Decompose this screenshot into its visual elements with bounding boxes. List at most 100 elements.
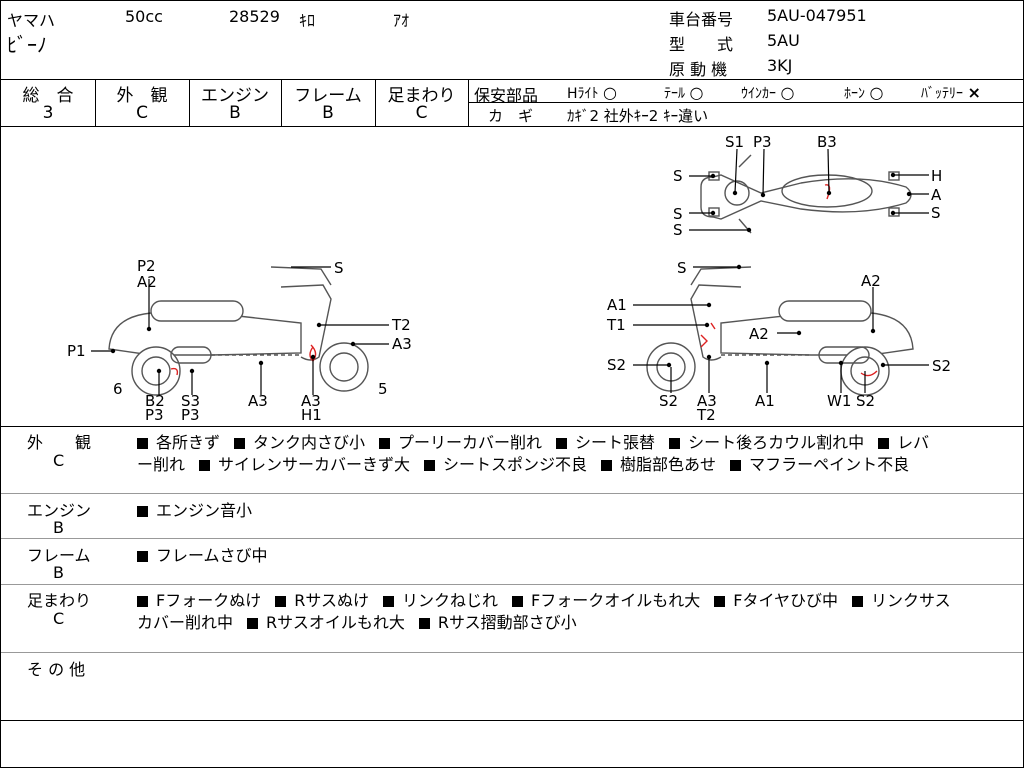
diagram-label: S	[673, 205, 683, 223]
diagram-label: 5	[378, 380, 388, 398]
bullet-square	[137, 505, 148, 517]
divider	[1, 493, 1023, 494]
divider	[468, 102, 1023, 103]
bullet-square	[379, 437, 391, 449]
bullet-square	[512, 595, 524, 607]
divider	[281, 79, 282, 126]
section-suspension-grade: C	[53, 609, 65, 628]
section-suspension-label: 足まわり	[27, 591, 92, 610]
diagram-label: T2	[391, 316, 411, 334]
keys-value: ｶｷﾞ2 社外ｷｰ2 ｷｰ違い	[567, 107, 709, 125]
diagram-label: T2	[696, 406, 716, 424]
divider	[375, 79, 376, 126]
section-exterior-label: 外 観	[27, 433, 92, 452]
diagram-label: A3	[248, 392, 268, 410]
section-exterior-line-1: 各所きずタンク内さび小プーリーカバー削れシート張替シート後ろカウル割れ中レバ	[137, 429, 929, 453]
bullet-square	[247, 617, 259, 629]
grade-engine-label: エンジン	[201, 86, 269, 106]
section-frame-line-1: フレームさび中	[137, 542, 268, 566]
frame-no: 5AU-047951	[767, 6, 867, 25]
diagram-label: H1	[301, 406, 322, 424]
grade-frame-label: フレーム	[294, 86, 362, 106]
model-name: ﾋﾞｰﾉ	[7, 33, 47, 57]
diagram-label: S2	[607, 356, 626, 374]
left-view-leaders	[91, 266, 389, 395]
section-exterior-line-2: ー削れサイレンサーカバーきず大シートスポンジ不良樹脂部色あせマフラーペイント不良	[137, 455, 910, 474]
safety-mark: ○	[780, 83, 795, 102]
diagram-label: S	[334, 259, 344, 277]
bullet-square	[601, 459, 613, 471]
bullet-square	[852, 595, 863, 607]
diagram-label: P3	[753, 133, 772, 151]
maker: ヤマハ	[7, 11, 56, 30]
section-engine-grade: B	[53, 518, 64, 537]
grade-frame-value: B	[322, 103, 334, 123]
bullet-square	[137, 595, 148, 607]
divider	[189, 79, 190, 126]
diagram-label: A2	[749, 325, 769, 343]
right-view-leaders	[633, 264, 929, 393]
engine-label: 原 動 機	[669, 60, 728, 79]
section-other-label: そ の 他	[27, 660, 86, 679]
divider	[95, 79, 96, 126]
bullet-square	[556, 437, 568, 449]
grade-exterior-value: C	[136, 103, 148, 123]
safety-item-horn: ﾎｰﾝ ○	[844, 83, 884, 102]
diagram-label: S2	[659, 392, 678, 410]
engine-value: 3KJ	[767, 56, 793, 75]
bullet-square	[669, 437, 681, 449]
bullet-square	[730, 459, 742, 471]
grade-engine-value: B	[229, 103, 241, 123]
grade-suspension-label: 足まわり	[387, 86, 456, 106]
diagram-label: A3	[697, 392, 717, 410]
diagram-label: W1	[827, 392, 851, 410]
divider	[1, 126, 1023, 127]
top-view-scooter	[700, 154, 912, 234]
divider	[1, 79, 1023, 80]
diagram-label: A2	[137, 273, 157, 291]
divider	[1, 652, 1023, 653]
diagram-label: H	[931, 167, 942, 185]
section-engine-line-1: エンジン音小	[137, 497, 252, 521]
safety-label: 保安部品	[474, 86, 539, 105]
diagram-label: P1	[67, 342, 86, 360]
safety-item-winker: ｳｲﾝｶｰ ○	[741, 83, 795, 102]
right-view-labels: S A2 A1 T1 A2 S2 S2 S2 A3 T2 A1 W1 S2	[606, 259, 951, 424]
diagram-label: B2	[145, 392, 165, 410]
divider	[1, 426, 1023, 427]
bullet-square	[714, 595, 726, 607]
left-view-labels: P2 A2 S T2 A3 P1 6 5 B2 P3 S3 P3 A3 A3 H…	[67, 257, 412, 424]
divider	[1, 720, 1023, 721]
diagram-label: 6	[113, 380, 123, 398]
diagram-label: A3	[301, 392, 321, 410]
mileage: 28529	[229, 7, 280, 26]
safety-item-headlight: Hﾗｲﾄ ○	[567, 83, 617, 102]
safety-mark: ×	[967, 83, 981, 102]
diagram-label: P3	[145, 406, 164, 424]
diagram-label: S2	[932, 357, 951, 375]
diagram-label: P2	[137, 257, 156, 275]
left-view-scooter	[108, 266, 369, 396]
diagram-label: S3	[181, 392, 200, 410]
diagram-label: S	[931, 204, 941, 222]
diagram-label: S	[673, 167, 683, 185]
diagram-label: S1	[725, 133, 744, 151]
diagram-label: A2	[861, 272, 881, 290]
section-frame-grade: B	[53, 563, 64, 582]
mileage-unit: ｷﾛ	[299, 11, 316, 30]
frame-no-label: 車台番号	[669, 10, 734, 29]
grade-suspension-value: C	[415, 103, 428, 123]
diagram-label: S	[673, 221, 683, 239]
color: ｱｵ	[393, 11, 410, 30]
bullet-square	[383, 595, 395, 607]
section-engine-label: エンジン	[27, 501, 92, 520]
divider	[1, 584, 1023, 585]
bullet-square	[234, 437, 246, 449]
divider	[1, 538, 1023, 539]
diagram-label: S2	[856, 392, 875, 410]
diagram-label: P3	[181, 406, 200, 424]
diagram-label: S	[677, 259, 687, 277]
safety-item-tail: ﾃｰﾙ ○	[664, 83, 704, 102]
